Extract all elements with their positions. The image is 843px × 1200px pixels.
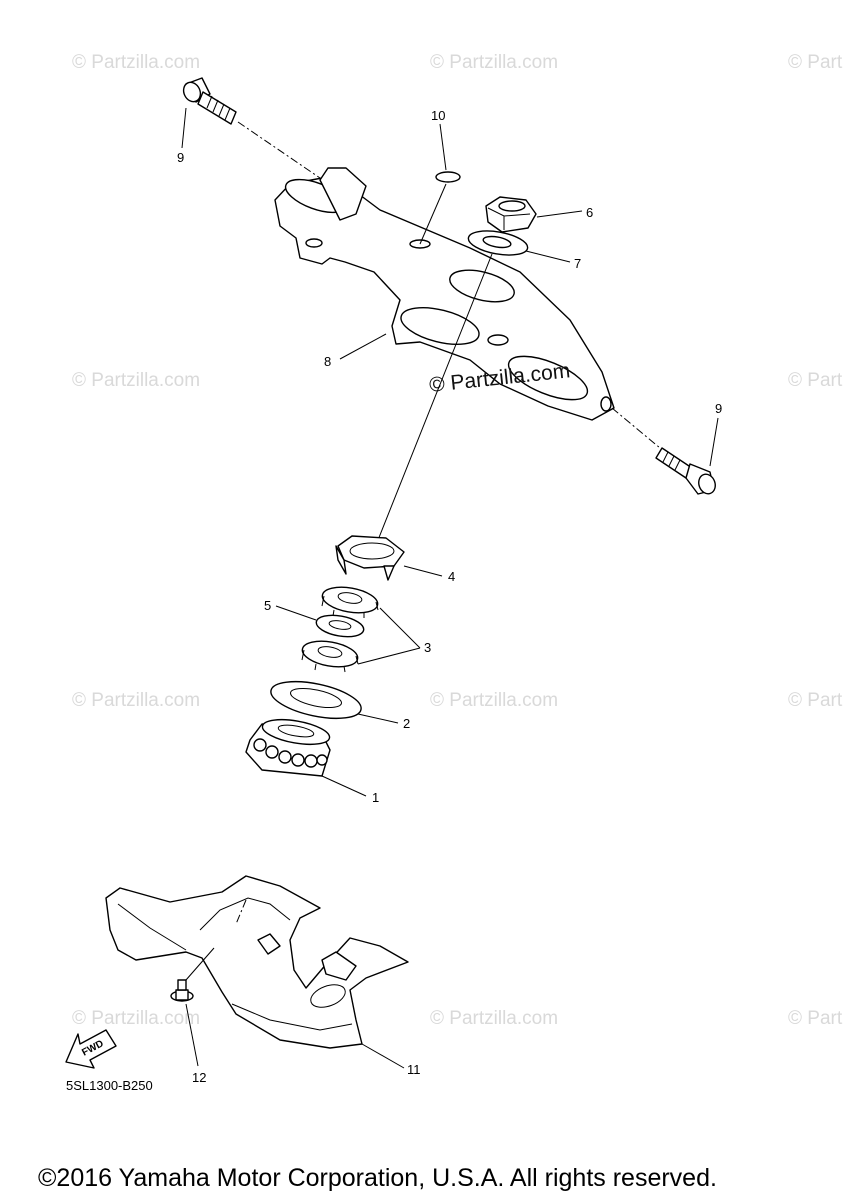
- leader-line: [525, 250, 571, 263]
- leader-line: [536, 210, 583, 218]
- upper-bracket: [274, 167, 615, 421]
- leader-line: [275, 605, 317, 621]
- bearing: [245, 718, 331, 777]
- callout-6: 6: [586, 205, 593, 220]
- watermark: © Partzilla.com: [430, 690, 558, 711]
- leader-line: [439, 123, 447, 171]
- bolt-top-left: [182, 77, 237, 125]
- cap: [435, 171, 461, 183]
- leader-line: [185, 1003, 199, 1067]
- leader-line: [321, 775, 367, 797]
- callout-labels: 1 2 3 4 5 6 7 8 9 9 10 11 12: [177, 108, 722, 1085]
- watermark: © Partzilla.com: [72, 690, 200, 711]
- callout-3: 3: [424, 640, 431, 655]
- copyright-text: ©2016 Yamaha Motor Corporation, U.S.A. A…: [38, 1164, 717, 1192]
- watermark: © Partzilla.com: [788, 1008, 843, 1029]
- lock-washer: [335, 535, 405, 581]
- front-cover: [105, 875, 409, 1049]
- watermark: © Partzilla.com: [72, 1008, 200, 1029]
- callout-9: 9: [715, 401, 722, 416]
- fwd-arrow-icon: FWD: [65, 1029, 117, 1069]
- watermark: © Partzilla.com: [430, 52, 558, 73]
- leader-line: [379, 607, 421, 649]
- watermark: © Partzilla.com: [72, 370, 200, 391]
- callout-7: 7: [574, 256, 581, 271]
- callout-1: 1: [372, 790, 379, 805]
- washer: [467, 230, 529, 256]
- watermark: © Partzilla.com: [72, 52, 200, 73]
- spacer-washer: [315, 614, 365, 638]
- leader-line: [709, 417, 719, 467]
- callout-11: 11: [407, 1062, 421, 1077]
- leader-line: [357, 647, 421, 665]
- watermark: © Partzilla.com: [788, 52, 843, 73]
- diagram-code: 5SL1300-B250: [66, 1078, 153, 1093]
- axis-line: [611, 407, 661, 449]
- axis-line: [185, 947, 215, 981]
- callout-5: 5: [264, 598, 271, 613]
- leader-line: [339, 333, 387, 360]
- ring-nut-lower: [301, 640, 359, 673]
- leader-line: [357, 713, 399, 724]
- leader-line: [181, 107, 187, 149]
- axis-line: [377, 253, 493, 541]
- watermarks: © Partzilla.com © Partzilla.com © Partzi…: [72, 52, 843, 1029]
- callout-2: 2: [403, 716, 410, 731]
- ring-nut-upper: [321, 586, 379, 618]
- leader-line: [403, 565, 443, 577]
- axis-line: [237, 121, 321, 179]
- callout-8: 8: [324, 354, 331, 369]
- axis-line: [419, 183, 447, 245]
- leader-line: [361, 1043, 405, 1069]
- watermark: © Partzilla.com: [788, 690, 843, 711]
- callout-12: 12: [192, 1070, 206, 1085]
- callout-10: 10: [431, 108, 445, 123]
- nut: [485, 196, 537, 233]
- callout-9: 9: [177, 150, 184, 165]
- bolt-right: [655, 447, 716, 495]
- dust-seal: [270, 680, 362, 720]
- watermark: © Partzilla.com: [788, 370, 843, 391]
- callout-4: 4: [448, 569, 455, 584]
- screw: [170, 979, 194, 1002]
- watermark: © Partzilla.com: [430, 1008, 558, 1029]
